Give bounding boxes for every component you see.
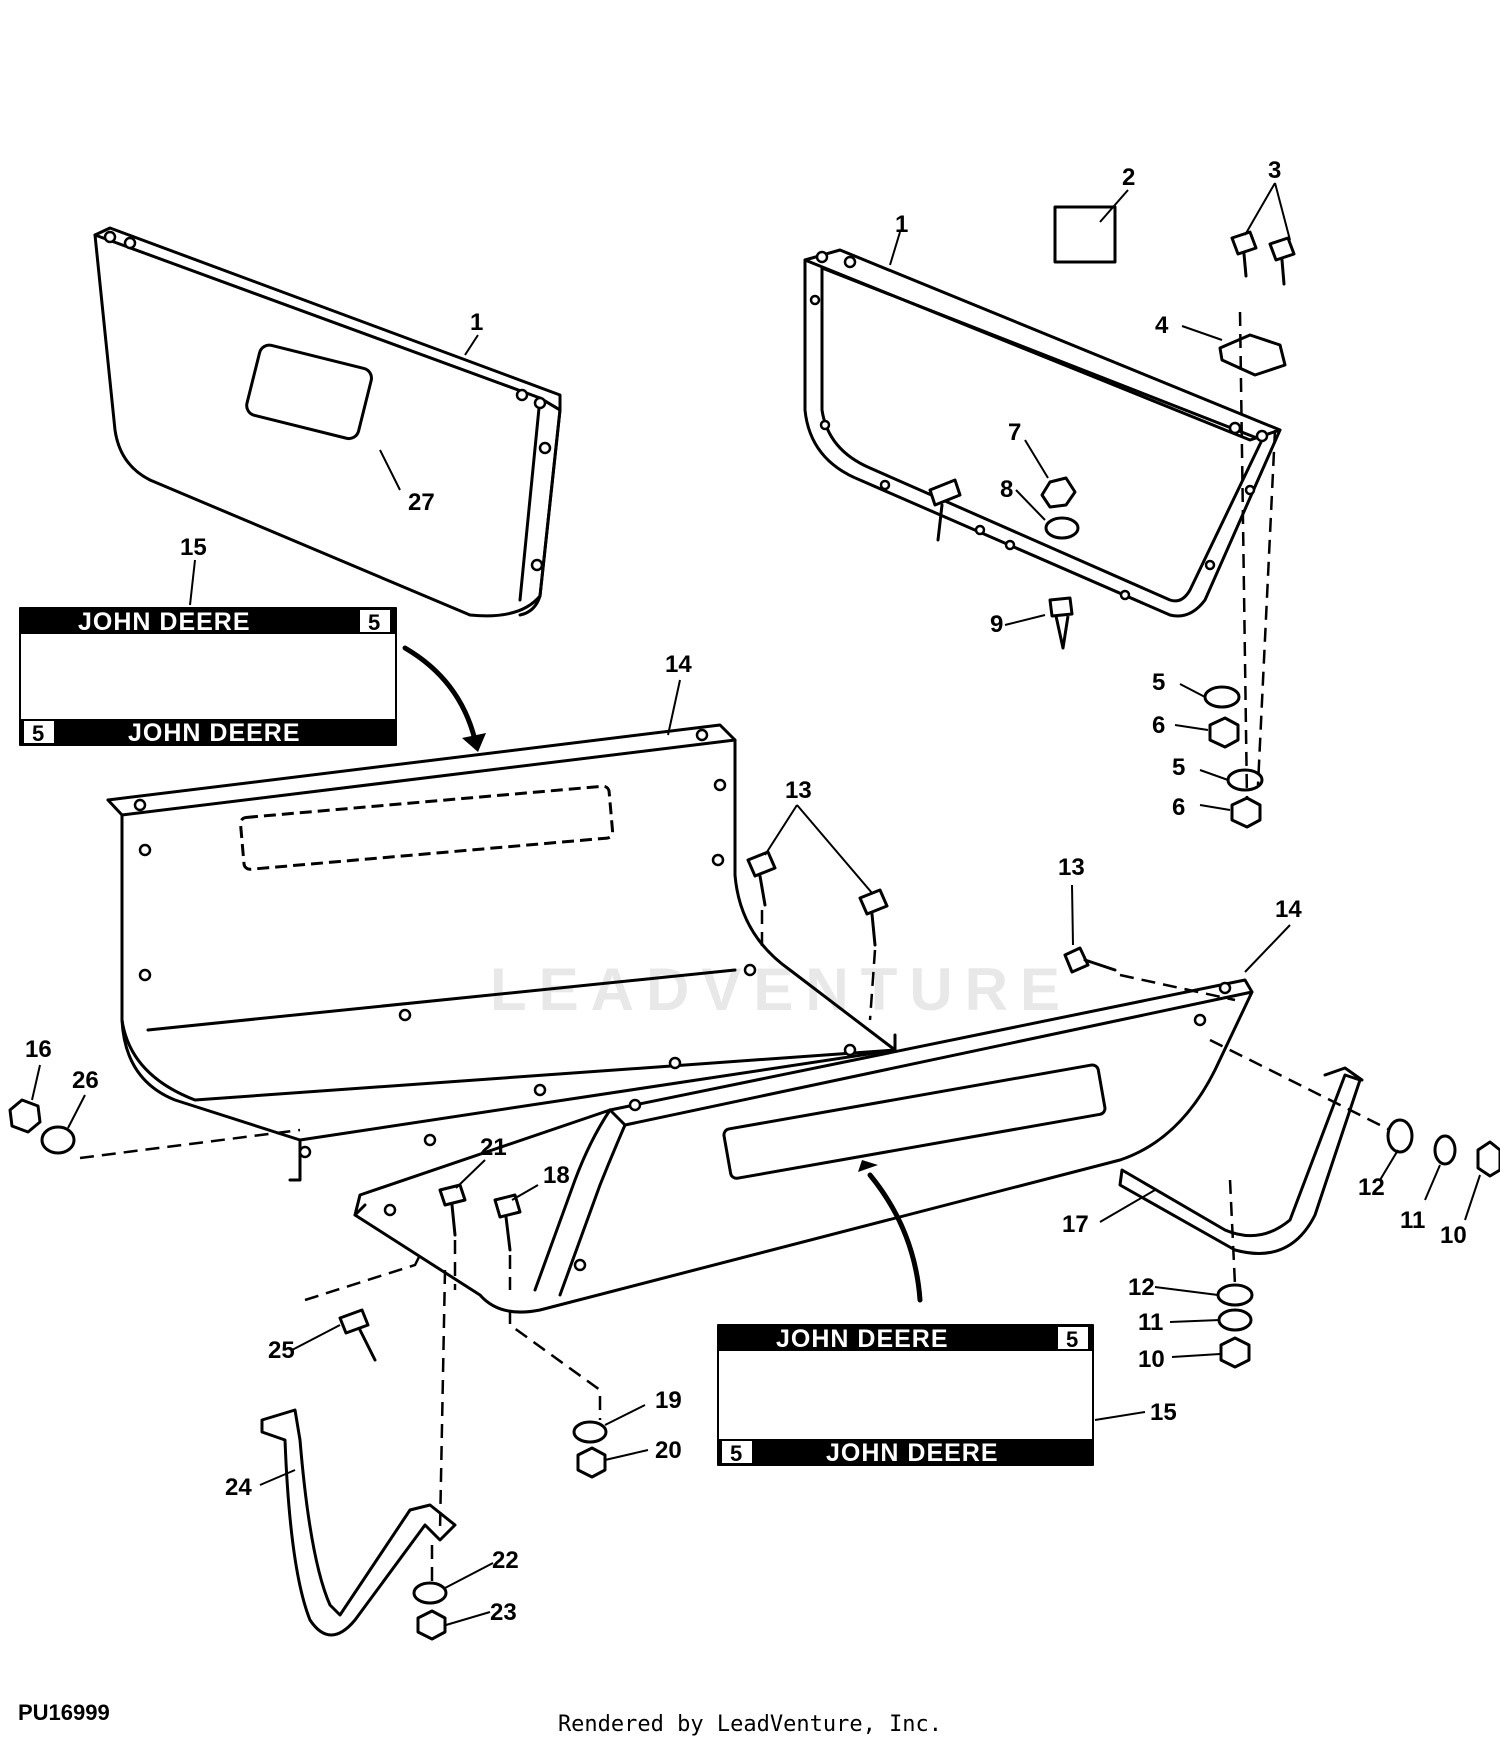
figure-id: PU16999 [18,1700,110,1725]
callout-9: 9 [990,611,1003,638]
callout-23: 23 [490,1599,517,1626]
washer-8 [1044,516,1080,540]
screws-3 [1230,230,1296,286]
decal-area-lower [722,1063,1107,1180]
callout-17: 17 [1062,1211,1089,1238]
screw-13-b [858,888,889,916]
callout-19: 19 [655,1387,682,1414]
snap-rivet-9 [1048,596,1074,650]
nut-6-upper [1208,716,1240,749]
callout-14-lower: 14 [1275,896,1302,923]
callout-25: 25 [268,1337,295,1364]
tray-panel-14-upper [106,723,897,1182]
callout-12-bottom: 12 [1128,1274,1155,1301]
tray-panel-14-lower [353,978,1254,1314]
callout-5-lower: 5 [1172,754,1185,781]
decal-model-bottom: 5 [730,1441,742,1466]
washer-5-lower [1226,768,1264,792]
decal-model-top: 5 [368,610,380,635]
support-bracket-24 [260,1408,457,1637]
arrow-head [462,733,486,752]
callout-22: 22 [492,1547,519,1574]
bolt-25 [338,1308,370,1335]
callout-3: 3 [1268,157,1281,184]
nut-10-right [1476,1140,1500,1178]
decal-model-bottom: 5 [32,721,44,746]
nut-16 [8,1098,42,1134]
callout-20: 20 [655,1437,682,1464]
decal-brand-top: JOHN DEERE [776,1325,949,1353]
callout-6-lower: 6 [1172,794,1185,821]
lockwasher-26 [40,1125,76,1155]
leader-lines [31,182,1481,1626]
callout-26: 26 [72,1067,99,1094]
callout-24: 24 [225,1474,252,1501]
callout-8: 8 [1000,476,1013,503]
bracket-4 [1218,333,1287,377]
washer-19 [572,1420,608,1444]
callout-4: 4 [1155,312,1169,339]
callout-2: 2 [1122,164,1135,191]
callout-15-lower: 15 [1150,1399,1177,1426]
screw-13-a [746,850,777,878]
screw-21 [438,1183,467,1207]
screw-18 [493,1193,522,1219]
screw-13-c [1063,946,1090,974]
nut-7 [1040,476,1077,509]
decal-brand-bottom: JOHN DEERE [128,719,301,747]
callout-15-upper: 15 [180,534,207,561]
decal-area-upper [239,784,615,871]
callout-16: 16 [25,1036,52,1063]
callout-12-right: 12 [1358,1174,1385,1201]
decal-area-27 [245,343,373,441]
callout-10-right: 10 [1440,1222,1467,1249]
lockwasher-11-right [1433,1134,1457,1166]
callouts: 1 27 15 1 2 3 4 7 8 9 5 6 5 6 14 13 13 1… [25,157,1467,1626]
callout-14-upper: 14 [665,651,692,678]
callout-10-bottom: 10 [1138,1346,1165,1373]
callout-13-b: 13 [1058,854,1085,881]
shield-frame-right [803,248,1282,618]
washer-5-upper [1203,685,1241,709]
decal-brand-top: JOHN DEERE [78,608,251,636]
callout-1-right: 1 [895,211,908,238]
decal-brand-bottom: JOHN DEERE [826,1439,999,1467]
washer-22 [412,1581,448,1605]
callout-13-a: 13 [785,777,812,804]
side-shield-left [93,226,562,618]
decal-model-top: 5 [1066,1327,1078,1352]
callout-11-bottom: 11 [1138,1309,1163,1336]
nut-23 [416,1609,447,1641]
callout-6-upper: 6 [1152,712,1165,739]
decal-15-upper: JOHN DEERE 5 5 JOHN DEERE [19,607,397,747]
support-bracket-17 [1118,1073,1362,1255]
washer-12-bottom [1216,1283,1254,1307]
callout-11-right: 11 [1400,1207,1425,1234]
footer-credit: Rendered by LeadVenture, Inc. [557,1712,943,1737]
callout-7: 7 [1008,419,1021,446]
nut-20 [576,1446,607,1479]
washer-12-right [1386,1118,1414,1154]
watermark: LEADVENTURE [490,956,1072,1023]
lockwasher-11-bottom [1217,1308,1253,1332]
nut-10-bottom [1219,1336,1251,1369]
callout-21: 21 [480,1134,507,1161]
callout-1-left: 1 [470,309,483,336]
callout-18: 18 [543,1162,570,1189]
callout-27: 27 [408,489,435,516]
nut-6-lower [1230,796,1262,829]
decal-15-lower: JOHN DEERE 5 5 JOHN DEERE [717,1324,1094,1467]
arrow-head [858,1160,878,1172]
callout-5-upper: 5 [1152,669,1165,696]
